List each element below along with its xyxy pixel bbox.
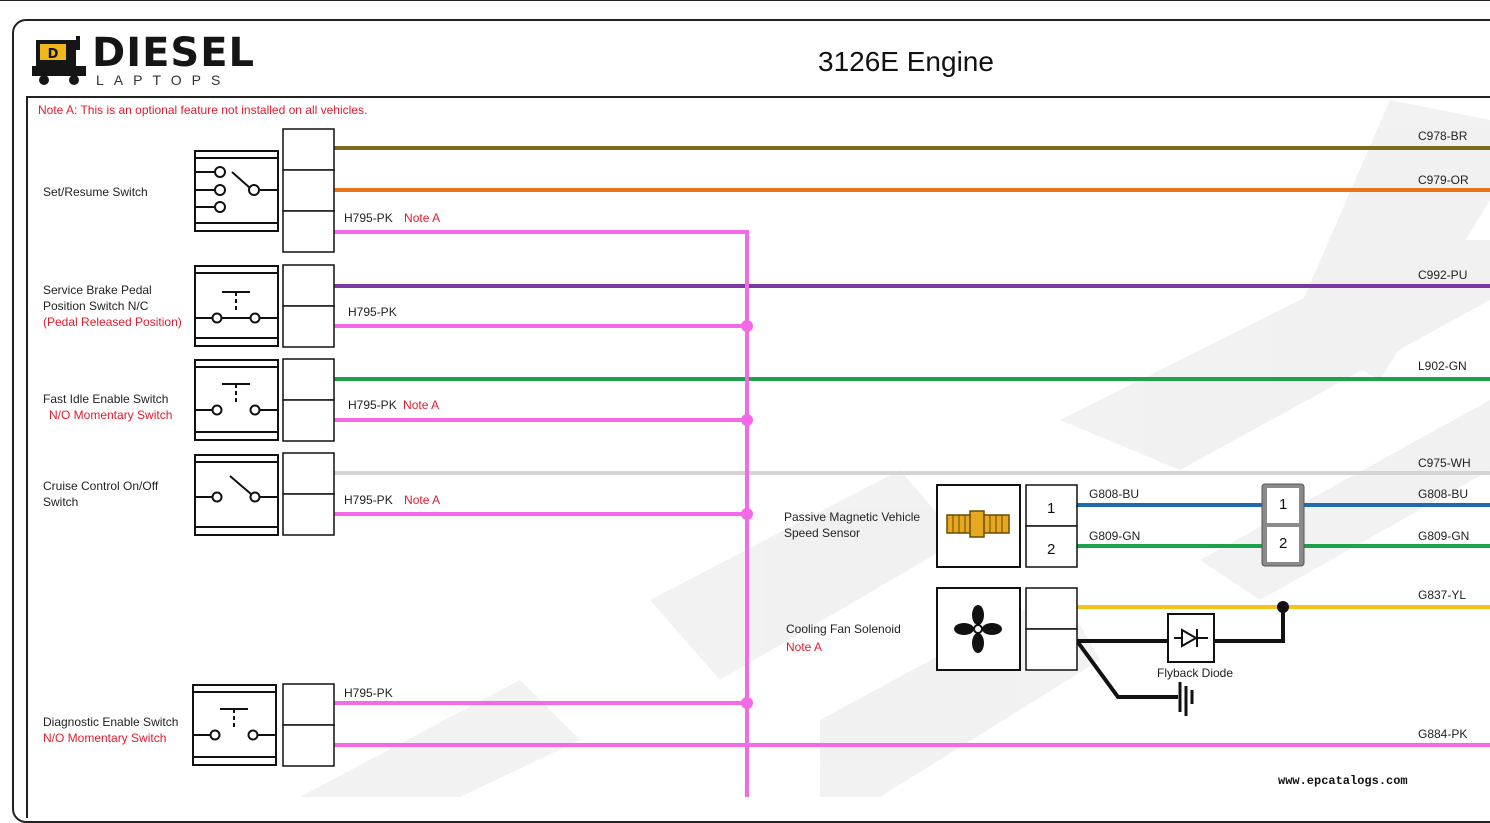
wire-label-h795-1: H795-PK Note A [344,211,440,225]
wire-label-c978: C978-BR [1418,129,1468,143]
wire-label-g837: G837-YL [1418,588,1467,602]
flyback-diode-label: Flyback Diode [1157,666,1234,680]
wire-label-c992: C992-PU [1418,268,1468,282]
fast-idle-label-line2: N/O Momentary Switch [49,408,173,422]
sensor-pin-2: 2 [1047,541,1056,558]
cooling-fan-note: Note A [786,640,823,654]
service-brake-switch-symbol [194,265,279,347]
note-a-tag: Note A [403,398,440,412]
page-title: 3126E Engine [818,46,994,77]
logo-sub-text: LAPTOPS [96,72,231,88]
ground-icon [1178,682,1194,716]
ground-wire [1075,639,1178,699]
diagnostic-label-line1: Diagnostic Enable Switch [43,715,179,729]
h795-text: H795-PK [348,398,397,412]
wiring-diagram [192,128,1490,797]
diode-icon [1174,628,1208,648]
splice-dot [741,697,753,709]
speed-sensor-label: Passive Magnetic Vehicle Speed Sensor [784,509,920,541]
wire-label-g884: G884-PK [1418,727,1468,741]
note-a-tag: Note A [404,211,441,225]
cruise-control-label-line2: Switch [43,495,79,509]
cruise-control-switch-symbol [194,454,279,536]
speed-sensor-label-line1: Passive Magnetic Vehicle [784,510,921,524]
wire-label-g809-left: G809-GN [1089,529,1141,543]
wire-label-c975: C975-WH [1418,456,1471,470]
speed-sensor-icon [946,510,1010,538]
service-brake-label-line2: Position Switch N/C [43,299,149,313]
fast-idle-switch-symbol [194,359,279,441]
top-rule [0,0,1490,1]
wire-label-g808-left: G808-BU [1089,487,1140,501]
connector-pin-1: 1 [1279,496,1288,513]
diagnostic-switch-symbol [192,684,277,766]
fast-idle-label: Fast Idle Enable Switch N/O Momentary Sw… [43,391,172,423]
splice-dot [741,320,753,332]
splice-dot [741,414,753,426]
h795-text: H795-PK [344,211,393,225]
note-a-tag: Note A [404,493,441,507]
wire-label-g808-right: G808-BU [1418,487,1469,501]
inner-panel [26,96,1490,818]
wire-label-l902: L902-GN [1418,359,1467,373]
cruise-control-label-line1: Cruise Control On/Off [43,479,159,493]
svg-text:D: D [48,47,59,62]
set-resume-switch-symbol [194,150,279,232]
logo: D DIESEL LAPTOPS [30,30,254,90]
h795-text: H795-PK [344,493,393,507]
sensor-pin-1: 1 [1047,500,1056,517]
service-brake-label: Service Brake Pedal Position Switch N/C … [43,282,182,330]
wire-label-c979: C979-OR [1418,173,1469,187]
wire-label-g809-right: G809-GN [1418,529,1470,543]
diagnostic-label-line2: N/O Momentary Switch [43,731,167,745]
wire-label-h795-4: H795-PK Note A [344,493,440,507]
fast-idle-label-line1: Fast Idle Enable Switch [43,392,169,406]
cooling-fan-label: Cooling Fan Solenoid Note A [786,621,901,655]
fan-icon [954,605,1002,653]
wire-label-h795-5: H795-PK [344,686,393,700]
wire-label-h795-2: H795-PK [348,305,397,319]
set-resume-label: Set/Resume Switch [43,185,148,199]
truck-icon: D [32,36,86,85]
diode-wire-return [1214,607,1285,643]
connector-pin-2: 2 [1279,535,1288,552]
diagnostic-label: Diagnostic Enable Switch N/O Momentary S… [43,714,178,746]
footer-url: www.epcatalogs.com [1278,774,1408,788]
cruise-control-label: Cruise Control On/Off Switch [43,478,158,510]
note-a-text: Note A: This is an optional feature not … [38,103,368,117]
cooling-fan-label-line1: Cooling Fan Solenoid [786,622,901,636]
wire-label-h795-3: H795-PK Note A [348,398,439,412]
logo-main-text: DIESEL [92,30,256,76]
junction-dot [1277,601,1289,613]
service-brake-label-line1: Service Brake Pedal [43,283,152,297]
speed-sensor-label-line2: Speed Sensor [784,526,861,540]
service-brake-label-line3: (Pedal Released Position) [43,315,182,329]
splice-dot [741,508,753,520]
